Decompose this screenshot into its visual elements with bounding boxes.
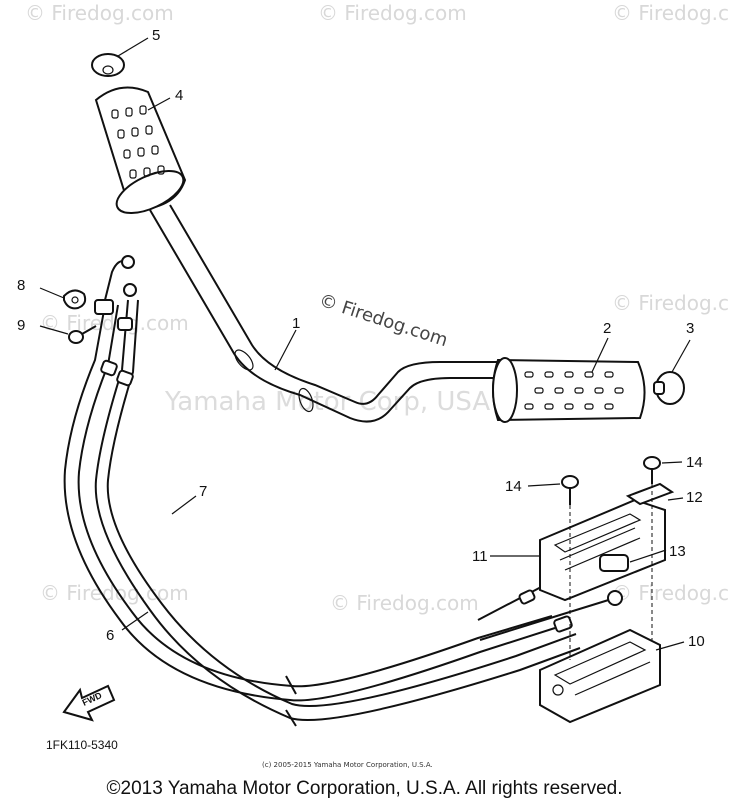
callout-4: 4	[175, 87, 183, 104]
watermark-text: © Firedog.com	[330, 591, 479, 615]
callout-7: 7	[199, 483, 207, 500]
throttle-housing-lower	[539, 628, 661, 724]
watermark-text: © Firedog.com	[612, 291, 729, 315]
callout-2: 2	[603, 320, 611, 337]
cable-guide	[599, 554, 629, 572]
callout-10: 10	[688, 633, 705, 650]
footer-copyright: ©2013 Yamaha Motor Corporation, U.S.A. A…	[106, 778, 623, 799]
handlebar	[149, 204, 500, 423]
figure-code: 1FK110-5340	[46, 738, 118, 752]
callout-13: 13	[669, 543, 686, 560]
callout-3: 3	[686, 320, 694, 337]
callout-5: 5	[152, 27, 160, 44]
inner-copyright: (c) 2005-2015 Yamaha Motor Corporation, …	[262, 761, 433, 769]
callout-14-upper: 14	[505, 478, 522, 495]
watermark-site-mid: © Firedog.com	[316, 290, 450, 351]
callout-9: 9	[17, 317, 25, 334]
callout-11: 11	[472, 548, 488, 565]
assembly-guides	[569, 484, 653, 660]
callout-1: 1	[292, 315, 300, 332]
cable-clamp	[63, 289, 87, 310]
callout-numbers: 5 4 1 2 3 8 9 7 6 10 11 12 13 14 14	[17, 27, 705, 650]
callout-14-right: 14	[686, 454, 703, 471]
watermark-text: © Firedog.com	[318, 1, 467, 25]
screw-right	[643, 456, 661, 484]
watermark-text: © Firedog.com	[40, 581, 189, 605]
watermark-center: Yamaha Motor Corp, USA	[164, 387, 490, 417]
watermark-text: © Firedog.com	[612, 1, 729, 25]
fwd-arrow: FWD	[62, 684, 116, 722]
watermark-text: © Firedog.com	[612, 581, 729, 605]
watermark-text: © Firedog.com	[25, 1, 174, 25]
housing-plate	[625, 482, 675, 506]
right-grip	[492, 357, 646, 423]
watermark-layer: © Firedog.com © Firedog.com © Firedog.co…	[25, 1, 729, 615]
left-end-cap	[91, 53, 125, 77]
screw-upper	[561, 475, 579, 505]
clamp-screw	[68, 325, 97, 344]
left-grip	[94, 86, 187, 215]
leader-lines	[39, 37, 691, 651]
right-end-cap	[653, 371, 685, 405]
callout-12: 12	[686, 489, 703, 506]
callout-8: 8	[17, 277, 25, 294]
throttle-cables	[63, 255, 623, 727]
callout-6: 6	[106, 627, 114, 644]
